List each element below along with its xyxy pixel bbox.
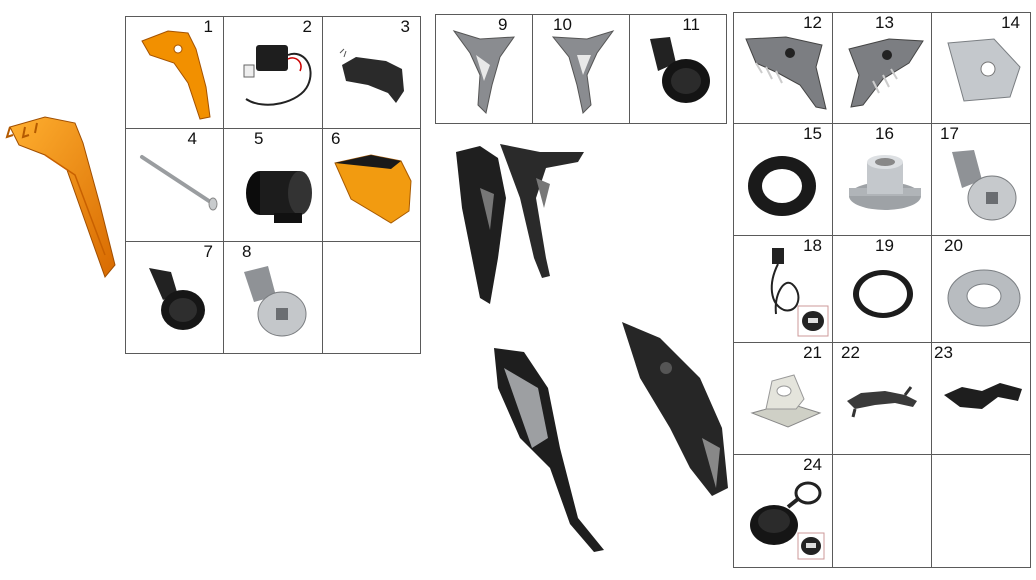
part-number-label: 11 — [682, 15, 700, 34]
part-number-label: 13 — [875, 13, 894, 32]
part-number-label: 2 — [302, 17, 312, 36]
orange-bracket-image — [141, 30, 211, 120]
part-number-label: 24 — [803, 455, 822, 474]
cell-empty-grid3-a — [832, 454, 932, 568]
cell-part-12: 12 — [733, 12, 833, 124]
left-bracket-image — [452, 30, 516, 115]
cell-part-17: 17 — [931, 123, 1031, 236]
torx-bolt-image — [952, 150, 1017, 221]
usb-cap-image — [750, 481, 825, 560]
flanged-spacer-image — [849, 155, 921, 210]
cell-part-14: 14 — [931, 12, 1031, 124]
part-number-label: 10 — [553, 15, 572, 34]
part-number-label: 1 — [203, 17, 213, 36]
part-number-label: 14 — [1001, 13, 1020, 32]
cell-part-20: 20 — [931, 235, 1031, 343]
part-number-label: 8 — [242, 242, 252, 261]
cell-part-3: 3 — [322, 16, 421, 129]
push-rivet-image — [650, 37, 710, 103]
cell-empty-grid1 — [322, 241, 421, 354]
cell-part-11: 11 — [629, 14, 727, 124]
rubber-bushing-image — [246, 171, 312, 223]
cell-part-22: 22 — [832, 342, 932, 455]
right-vent-panel-image — [848, 38, 924, 108]
part-number-label: 20 — [944, 236, 963, 255]
cell-part-24: 24 — [733, 454, 833, 568]
part-number-label: 3 — [400, 17, 410, 36]
torx-bolt-image — [244, 266, 307, 337]
speed-nut-clip-image — [947, 38, 1021, 102]
cell-part-8: 8 — [223, 241, 323, 354]
cable-clip-image — [750, 374, 822, 428]
orange-fairing-assembly-image — [5, 116, 116, 278]
left-vent-panel-image — [745, 36, 827, 110]
black-housing-image — [339, 48, 404, 103]
cell-part-5: 5 — [223, 128, 323, 242]
cell-part-1: 1 — [125, 16, 224, 129]
cell-part-23: 23 — [931, 342, 1031, 455]
part-number-label: 21 — [803, 343, 822, 362]
pin-image — [140, 155, 218, 211]
part-number-label: 17 — [940, 124, 959, 143]
steel-washer-image — [947, 269, 1021, 327]
cell-part-16: 16 — [832, 123, 932, 236]
cell-part-4: 4 — [125, 128, 224, 242]
cell-part-19: 19 — [832, 235, 932, 343]
cell-part-9: 9 — [435, 14, 533, 124]
part-number-label: 12 — [803, 13, 822, 32]
rubber-washer-image — [748, 156, 816, 216]
part-number-label: 18 — [803, 236, 822, 255]
part-number-label: 4 — [187, 129, 197, 148]
cell-part-15: 15 — [733, 123, 833, 236]
part-number-label: 16 — [875, 124, 894, 143]
part-number-label: 9 — [498, 15, 508, 34]
cell-empty-grid3-b — [931, 454, 1031, 568]
wiring-module-image — [243, 45, 312, 106]
cell-part-7: 7 — [125, 241, 224, 354]
cell-part-6: 6 — [322, 128, 421, 242]
cell-part-21: 21 — [733, 342, 833, 455]
cell-part-18: 18 — [733, 235, 833, 343]
thin-washer-image — [853, 270, 913, 318]
mounting-bracket-image — [847, 386, 917, 418]
usb-socket-cable-image — [770, 248, 829, 337]
cell-part-2: 2 — [223, 16, 323, 129]
divider-line — [435, 123, 727, 124]
black-side-panels-upper-image — [456, 144, 584, 304]
part-number-label: 22 — [841, 343, 860, 362]
part-number-label: 19 — [875, 236, 894, 255]
black-bracket-image — [944, 383, 1022, 409]
cell-part-10: 10 — [532, 14, 630, 124]
orange-cover-image — [334, 154, 412, 224]
right-bracket-image — [551, 30, 615, 115]
part-number-label: 23 — [934, 343, 953, 362]
part-number-label: 6 — [331, 129, 341, 148]
part-number-label: 7 — [203, 242, 213, 261]
part-number-label: 15 — [803, 124, 822, 143]
part-number-label: 5 — [254, 129, 264, 148]
black-side-panels-lower-image — [494, 322, 728, 552]
cell-part-13: 13 — [832, 12, 932, 124]
push-rivet-image — [149, 268, 205, 330]
